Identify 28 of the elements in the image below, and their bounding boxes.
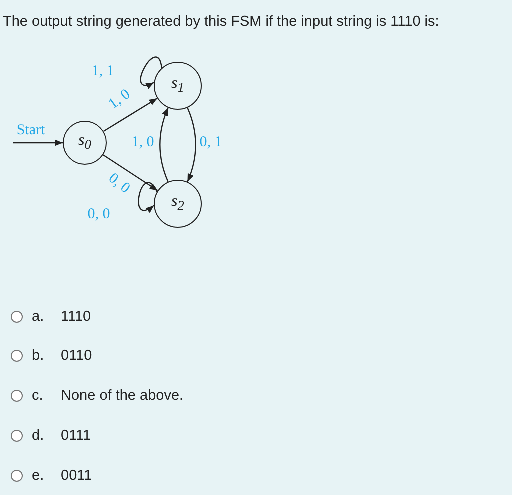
transition-arrow [103, 154, 158, 192]
option-letter: a. [32, 309, 46, 325]
transition-arrow [140, 56, 162, 89]
edge-label: Start [16, 122, 46, 140]
transition-arrow [138, 182, 158, 213]
transition-arrow [187, 108, 196, 182]
edge-label: 1, 0 [132, 134, 154, 152]
edge-label: 1, 1 [92, 64, 114, 80]
state-circle: s$_{1}$ [154, 62, 202, 110]
edge-label: 0, 0 [104, 170, 134, 198]
option-letter: d. [32, 428, 46, 444]
transition-arrow [160, 108, 169, 182]
transition-arrow [103, 98, 158, 132]
option-text: 0111 [61, 428, 92, 444]
option-text: 1110 [61, 309, 92, 325]
option-letter: e. [32, 468, 46, 484]
option-text: None of the above. [61, 388, 184, 404]
question-text: The output string generated by this FSM if the input string is 1110 is: [3, 14, 440, 30]
edge-label: 0, 0 [88, 206, 110, 224]
state-circle: s$_{0}$ [63, 121, 107, 165]
edge-label: 0, 1 [200, 134, 222, 152]
option-text: 0110 [61, 348, 92, 364]
option-letter: c. [32, 388, 44, 404]
option-text: 0011 [61, 468, 92, 484]
option-letter: b. [32, 348, 46, 364]
state-circle: s$_{2}$ [154, 180, 202, 228]
edge-label: 1, 0 [106, 86, 134, 114]
transition-arrow [13, 140, 63, 146]
